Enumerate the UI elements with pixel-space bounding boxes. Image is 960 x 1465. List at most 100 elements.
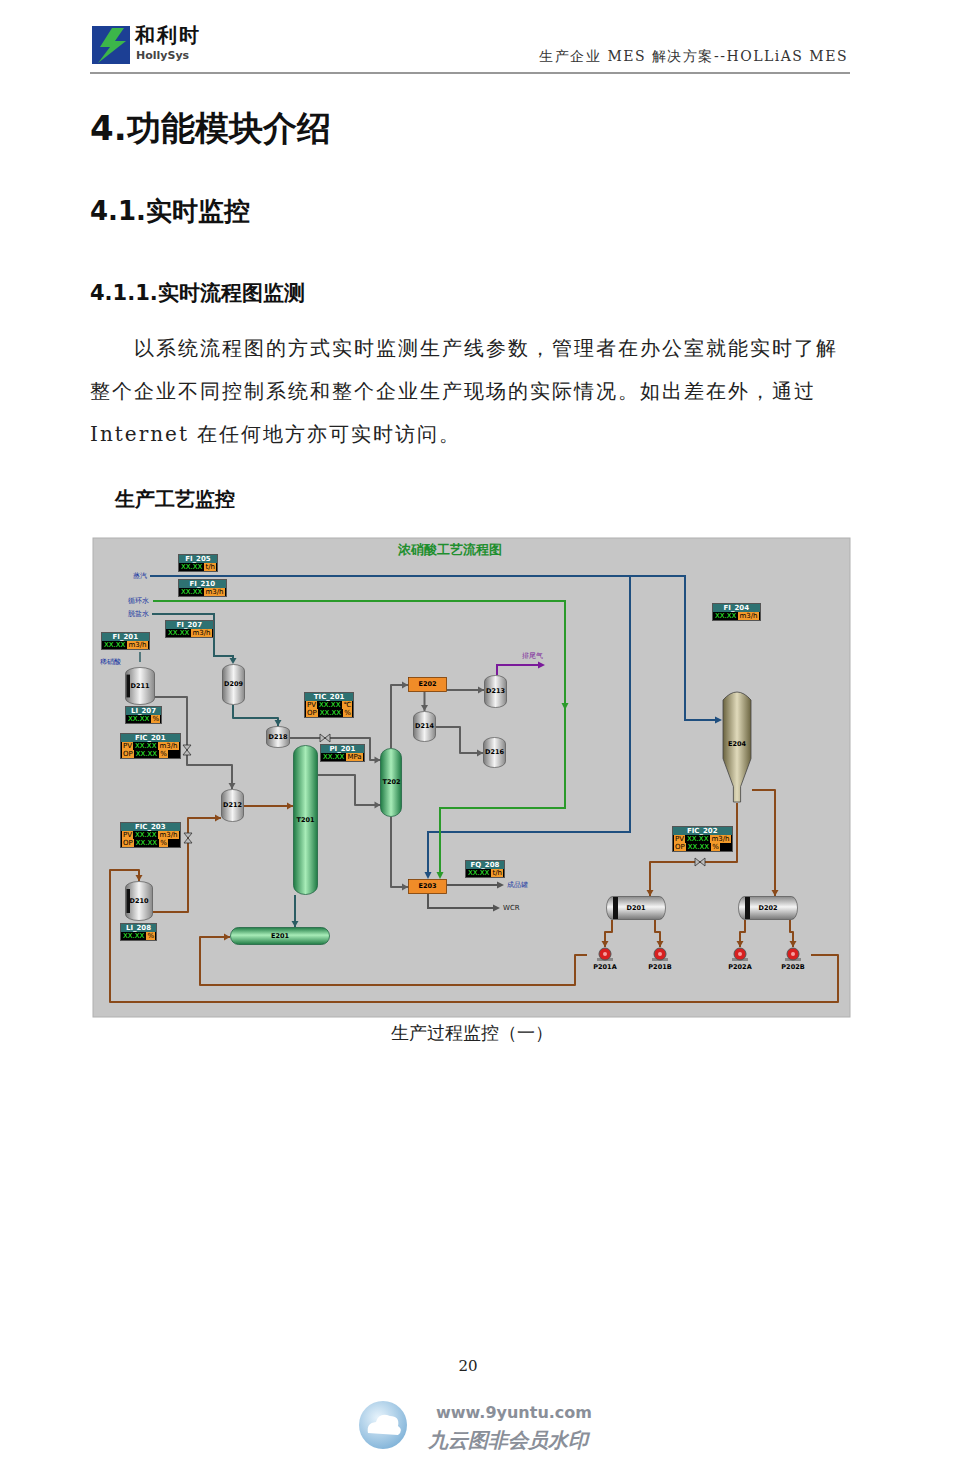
control-valve [325,734,330,742]
header-rule [90,73,850,74]
data-row: OPXX.XX% [673,843,732,851]
process-value: XX.XX [134,831,157,839]
heat-exchanger: E202 [408,677,447,692]
tank-band [745,897,750,919]
unit-tag: m3/h [738,612,758,620]
arrow-head [374,802,380,809]
pipe-connector [110,870,838,1002]
header-rule [90,72,850,73]
arrow-head [374,757,380,764]
data-row: XX.XXm3/h [179,588,226,596]
demin-water-pipe [152,614,233,659]
unit-tag: m3/h [127,641,147,649]
data-row: OPXX.XX% [305,709,353,717]
tail-gas-arrow [538,662,545,669]
arrow-head [477,750,483,757]
pipe-connector [153,818,221,912]
company-logo [92,26,130,64]
watermark-icon [368,1415,401,1435]
data-row: PVXX.XXm3/h [673,835,732,843]
arrow-head [292,921,299,927]
watermark-icon [359,1401,407,1449]
cyclone-body [723,692,751,802]
unit-tag: MPa [346,753,362,761]
equipment-tag: E202 [418,681,436,688]
mode-tag: OP [122,750,134,758]
pipe-connector [244,805,293,807]
unit-tag: m3/h [191,629,211,637]
instrument-display: FI_207XX.XXm3/h [165,620,214,638]
instrument-display: FI_201XX.XXm3/h [101,632,150,650]
tag-name: FI_201 [102,633,149,641]
demin-water-arrow [230,658,237,664]
control-valve [183,734,705,866]
arrow-head [421,705,428,711]
control-valve [184,833,192,838]
figure-caption: 生产过程监控（一） [93,1021,850,1045]
watermark-icon [359,1401,407,1449]
vessel-body [126,882,153,921]
horizontal-tank: D202 [738,896,798,920]
stream-label: 脱盐水 [128,610,149,618]
arrow-head [224,934,230,941]
mode-tag: PV [122,831,133,839]
tag-name: FI_204 [713,604,760,612]
stream-label: 蒸汽 [133,572,147,580]
arrow-head [647,890,654,896]
heat-exchanger: E203 [408,879,447,894]
unit-tag: t/h [204,563,216,571]
equipment-tag: D212 [223,802,242,809]
data-row: XX.XXMPa [321,753,364,761]
control-valve [184,838,192,843]
process-value: XX.XX [318,701,341,709]
instrument-display: FI_210XX.XXm3/h [178,579,227,597]
exchanger-body [409,880,447,894]
stream-label: WCR [503,904,520,912]
logo-text: 和利时 [135,22,201,49]
process-value: XX.XX [135,750,158,758]
vessel: D216 [483,737,506,768]
tag-name: FI_207 [166,621,213,629]
cooling-water-arrow [562,703,569,710]
pump-eye [738,952,742,956]
tag-name: LI_208 [121,924,156,932]
steam-pipe [428,576,630,873]
arrow-head [402,884,408,891]
vessel-body [485,676,507,708]
tail-gas-pipe [497,665,539,675]
mode-tag: PV [122,742,133,750]
unit-tag: m3/h [204,588,224,596]
data-row: XX.XXm3/h [713,612,760,620]
stream-label: 循环水 [128,597,149,605]
pump: P202B [775,947,811,971]
process-value: XX.XX [687,843,710,851]
product-pipe [428,894,494,908]
instrument-display: PI_201XX.XXMPa [320,744,365,762]
steam-arrow [425,872,432,879]
vessel-body [223,665,245,705]
process-value: XX.XX [135,839,158,847]
product-arrow [493,905,500,912]
equipment-tag: P202B [781,964,804,971]
arrow-head [229,783,236,789]
unit-tag: t/h [491,869,503,877]
steam-pipe [150,576,716,720]
page-number: 20 [0,1357,936,1375]
tag-name: FIC_202 [673,827,732,835]
steam-arrow [425,717,723,880]
equipment-tag: E203 [418,883,436,890]
running-header: 生产企业 MES 解决方案--HOLLiAS MES [539,48,848,66]
unit-tag: % [151,715,160,723]
diagram-title: 浓硝酸工艺流程图 [350,541,550,559]
control-valve [183,750,191,755]
instrument-display: FIC_203PVXX.XXm3/hOPXX.XX% [120,822,181,848]
diagram-ground [93,538,850,1017]
demin-water-pipe [152,614,233,659]
equipment-tag: E201 [271,933,289,940]
feed-pipe [139,652,141,662]
equipment-tag: P201A [593,964,616,971]
instrument-display: FI_205XX.XXt/h [178,554,218,572]
steam-arrow [715,717,722,724]
cooling-water-arrow [437,703,569,879]
pipe-connector [650,803,737,896]
